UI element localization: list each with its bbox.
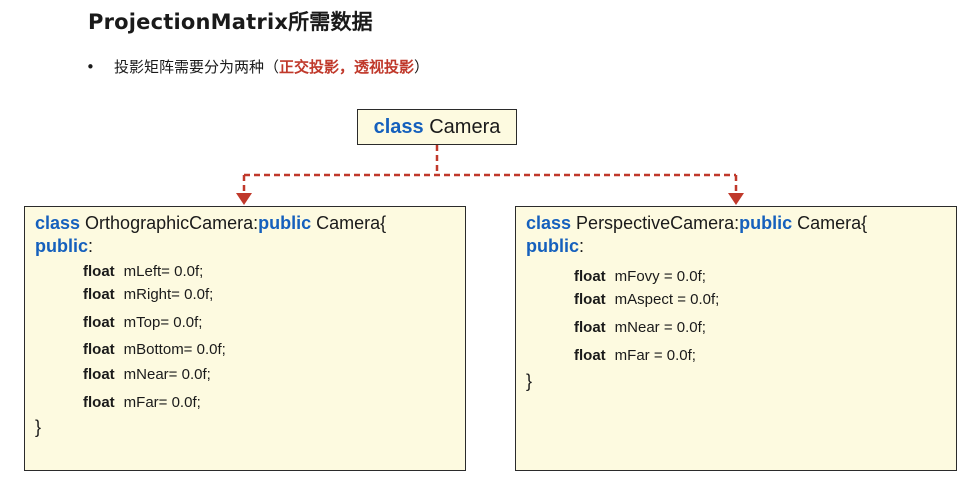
bullet-text-end: ） [414,58,430,76]
access-specifier: public: [526,236,584,257]
field-row: float mRight= 0.0f; [83,286,213,303]
field-decl: mNear= 0.0f; [123,366,211,383]
field-decl: mBottom= 0.0f; [123,341,226,358]
bullet-highlight: 正交投影，透视投影 [279,58,415,76]
field-decl: mLeft= 0.0f; [123,263,204,280]
base-class: Camera{ [311,213,387,233]
access-colon: : [88,236,94,256]
closing-brace: } [35,417,42,437]
field-type: float [574,268,606,285]
field-type: float [83,263,115,280]
bullet-text: 投影矩阵需要分为两种（ [114,58,280,76]
field-decl: mFar= 0.0f; [123,394,201,411]
field-type: float [83,314,115,331]
base-class: Camera{ [792,213,868,233]
field-type: float [574,347,606,364]
field-type: float [83,341,115,358]
closing-brace: } [526,371,533,391]
field-row: float mFar= 0.0f; [83,394,201,411]
field-row: float mLeft= 0.0f; [83,263,203,280]
class-keyword: class [35,213,81,233]
public-keyword: public [739,213,793,233]
camera-class-box: class Camera [357,109,517,145]
bullet-item: • 投影矩阵需要分为两种（正交投影，透视投影） [86,56,429,77]
field-decl: mFar = 0.0f; [614,347,696,364]
field-type: float [574,319,606,336]
field-row: float mNear= 0.0f; [83,366,211,383]
field-decl: mTop= 0.0f; [123,314,203,331]
field-type: float [83,286,115,303]
class-keyword: class [373,116,424,138]
class-name: Camera [423,116,501,138]
field-decl: mNear = 0.0f; [614,319,706,336]
class-header: class OrthographicCamera:public Camera{ [35,213,386,234]
class-name: PerspectiveCamera: [571,213,740,233]
perspective-camera-box: class PerspectiveCamera:public Camera{ p… [515,206,957,471]
arrow-head-right [728,193,744,205]
field-decl: mFovy = 0.0f; [614,268,706,285]
page-title: ProjectionMatrix所需数据 [88,10,373,34]
public-keyword: public [526,236,579,256]
field-type: float [574,291,606,308]
field-row: float mNear = 0.0f; [574,319,706,336]
field-decl: mRight= 0.0f; [123,286,214,303]
bullet-dot: • [86,58,95,76]
class-header: class PerspectiveCamera:public Camera{ [526,213,867,234]
field-row: float mBottom= 0.0f; [83,341,226,358]
orthographic-camera-box: class OrthographicCamera:public Camera{ … [24,206,466,471]
field-decl: mAspect = 0.0f; [614,291,720,308]
field-type: float [83,366,115,383]
field-type: float [83,394,115,411]
field-row: float mFar = 0.0f; [574,347,696,364]
access-specifier: public: [35,236,93,257]
class-name: OrthographicCamera: [80,213,259,233]
field-row: float mTop= 0.0f; [83,314,202,331]
field-row: float mAspect = 0.0f; [574,291,719,308]
class-keyword: class [526,213,572,233]
public-keyword: public [35,236,88,256]
arrow-head-left [236,193,252,205]
access-colon: : [579,236,585,256]
public-keyword: public [258,213,312,233]
field-row: float mFovy = 0.0f; [574,268,706,285]
